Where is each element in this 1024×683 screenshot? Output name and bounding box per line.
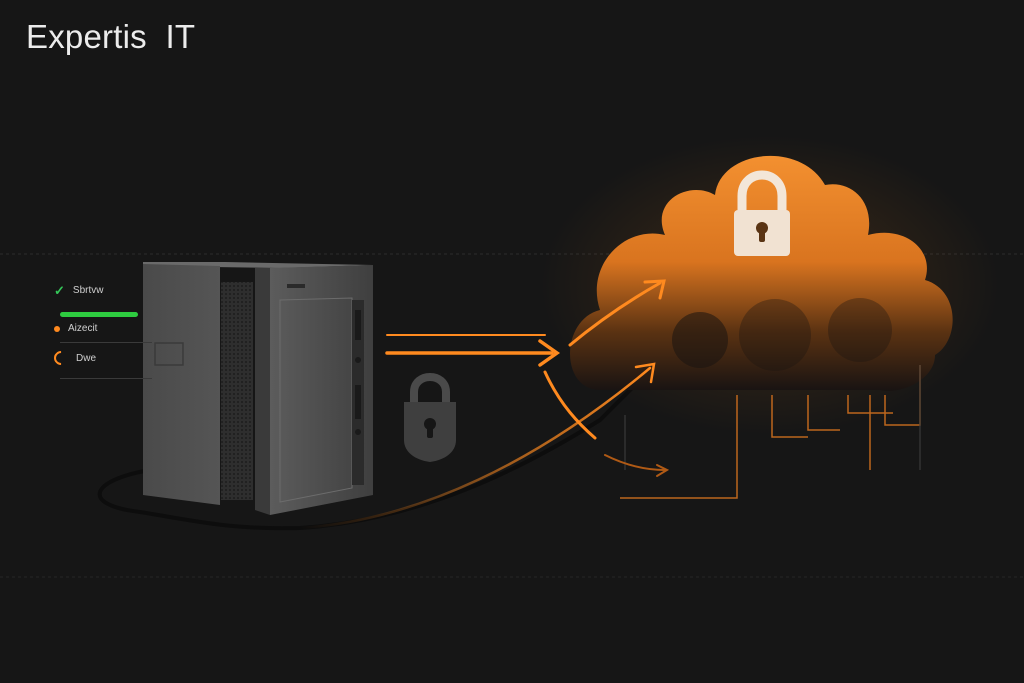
server-tower-icon	[143, 262, 373, 515]
arc-icon	[51, 348, 71, 368]
progress-bar	[60, 312, 138, 317]
cloud-lock-icon	[734, 170, 790, 256]
transfer-arrows	[298, 279, 670, 530]
cloud-icon	[570, 155, 953, 391]
padlock-icon	[404, 373, 456, 462]
circuit-lines	[620, 365, 921, 499]
status-label-2: Aizecit	[68, 323, 98, 334]
divider	[60, 342, 152, 343]
dot-icon	[54, 325, 60, 332]
divider	[60, 378, 152, 379]
status-label-1: Sbrtvw	[72, 285, 104, 296]
brand-title: Expertis IT	[26, 18, 196, 55]
status-label-3: Dwe	[76, 352, 97, 364]
check-icon: ✓	[54, 283, 65, 298]
status-item-3: Dwe	[51, 348, 97, 368]
status-item-2: Aizecit	[54, 323, 97, 334]
status-item-1: ✓ Sbrtvw	[54, 284, 103, 297]
status-panel: ✓ Sbrtvw Aizecit Dwe	[40, 270, 152, 390]
server-cable	[97, 363, 657, 531]
